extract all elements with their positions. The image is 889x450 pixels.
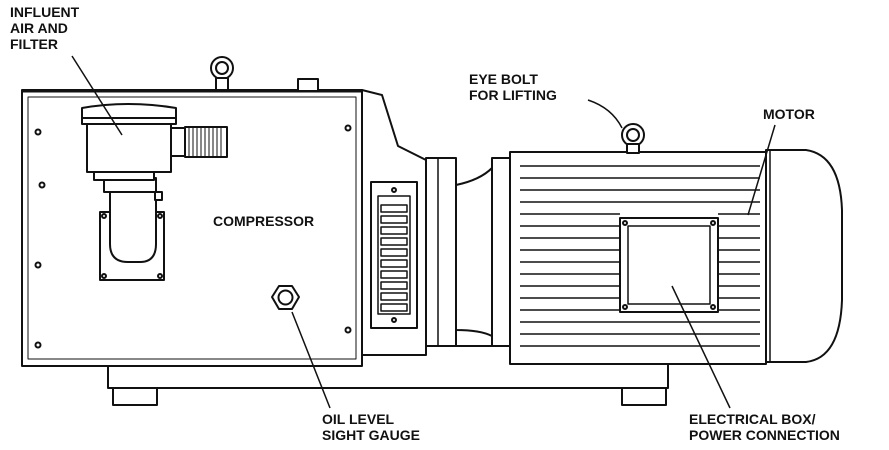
leader-lines (71, 55, 776, 409)
label-eye-bolt: EYE BOLT FOR LIFTING (469, 71, 557, 103)
label-compressor: COMPRESSOR (213, 213, 315, 229)
label-influent-air-filter: INFLUENT AIR AND FILTER (10, 4, 80, 52)
leader-oil-gauge (291, 311, 331, 409)
electrical-box (619, 217, 719, 313)
leader-eye-bolt (587, 99, 623, 129)
compressor-eye-bolt (210, 56, 234, 91)
label-electrical-box: ELECTRICAL BOX/ POWER CONNECTION (689, 411, 840, 443)
motor-eye-bolt (621, 123, 645, 154)
leader-electrical (671, 285, 731, 409)
label-motor: MOTOR (763, 106, 815, 122)
label-oil-level-gauge: OIL LEVEL SIGHT GAUGE (322, 411, 421, 443)
intake-filter (81, 103, 228, 281)
leader-motor (747, 124, 776, 216)
coupling-housing (361, 89, 493, 356)
leader-influent (71, 55, 123, 136)
oil-sight-gauge (271, 285, 300, 310)
